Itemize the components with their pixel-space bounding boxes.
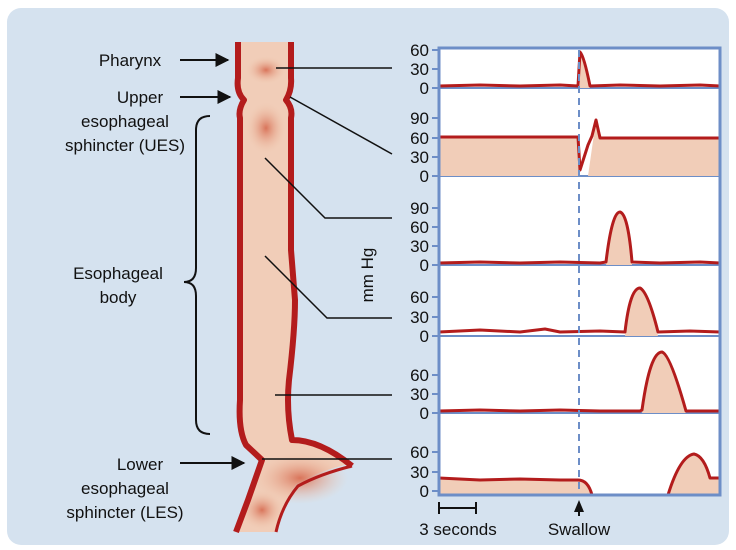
esophagus-drawing xyxy=(233,42,354,534)
esophagus-left-wall xyxy=(233,42,265,534)
tick-label: 0 xyxy=(420,482,429,501)
leader-body-2 xyxy=(264,255,392,319)
label-ues-line-2: esophageal xyxy=(81,112,169,131)
trace-fill-les xyxy=(439,454,720,495)
swallow-label: Swallow xyxy=(548,520,611,539)
tick-label: 30 xyxy=(410,385,429,404)
trace-fill-body-3 xyxy=(642,352,686,413)
track-3-ticks: 90 60 30 0 xyxy=(410,199,429,275)
tick-label: 0 xyxy=(420,79,429,98)
tick-label: 0 xyxy=(420,167,429,186)
tick-label: 0 xyxy=(420,404,429,423)
label-les-line-1: Lower xyxy=(117,455,164,474)
leader-lines xyxy=(262,67,393,460)
bracket-esophageal-body xyxy=(183,115,211,435)
trace-fill-ues xyxy=(439,120,720,176)
trace-body-1 xyxy=(438,210,721,265)
label-body-line-2: body xyxy=(100,288,137,307)
label-les-line-3: sphincter (LES) xyxy=(66,503,183,522)
track-6-ticks: 60 30 0 xyxy=(410,443,429,501)
tick-label: 60 xyxy=(410,288,429,307)
track-2-ticks: 90 60 30 0 xyxy=(410,109,429,186)
tick-label: 90 xyxy=(410,109,429,128)
bolus-ues xyxy=(246,102,286,154)
swallow-arrow-icon xyxy=(574,500,584,512)
bolus-pharynx xyxy=(246,56,286,84)
trace-body-2 xyxy=(438,286,721,334)
label-ues-line-1: Upper xyxy=(117,88,164,107)
tick-label: 60 xyxy=(410,218,429,237)
label-pharynx: Pharynx xyxy=(99,51,162,70)
tick-label: 30 xyxy=(410,60,429,79)
trace-ues xyxy=(439,118,720,172)
tick-label: 0 xyxy=(420,327,429,346)
time-scale-label: 3 seconds xyxy=(419,520,497,539)
y-axis-unit-label: mm Hg xyxy=(358,248,377,303)
tick-label: 30 xyxy=(410,308,429,327)
tick-label: 30 xyxy=(410,237,429,256)
track-1-ticks: 60 30 0 xyxy=(410,41,429,98)
y-axis-tick-marks xyxy=(432,49,439,492)
time-scale-bar xyxy=(438,502,477,514)
trace-fill-body-2 xyxy=(625,288,658,336)
stomach-outline xyxy=(274,464,353,533)
tick-label: 60 xyxy=(410,443,429,462)
trace-body-3 xyxy=(438,350,720,413)
chart-border xyxy=(437,46,722,497)
tick-label: 60 xyxy=(410,41,429,60)
tick-label: 60 xyxy=(410,366,429,385)
track-5-ticks: 60 30 0 xyxy=(410,366,429,423)
trace-les xyxy=(438,452,720,496)
tick-label: 30 xyxy=(410,148,429,167)
tick-label: 0 xyxy=(420,256,429,275)
tick-label: 30 xyxy=(410,463,429,482)
label-ues-line-3: sphincter (UES) xyxy=(65,136,185,155)
esophagus-right-wall xyxy=(283,42,354,469)
label-les-line-2: esophageal xyxy=(81,479,169,498)
track-4-ticks: 60 30 0 xyxy=(410,288,429,346)
tick-label: 90 xyxy=(410,199,429,218)
trace-pharynx xyxy=(438,50,721,88)
bolus-les xyxy=(252,452,348,504)
label-body-line-1: Esophageal xyxy=(73,264,163,283)
tick-label: 60 xyxy=(410,129,429,148)
leader-ues xyxy=(289,96,393,155)
leader-body-1 xyxy=(264,157,392,219)
